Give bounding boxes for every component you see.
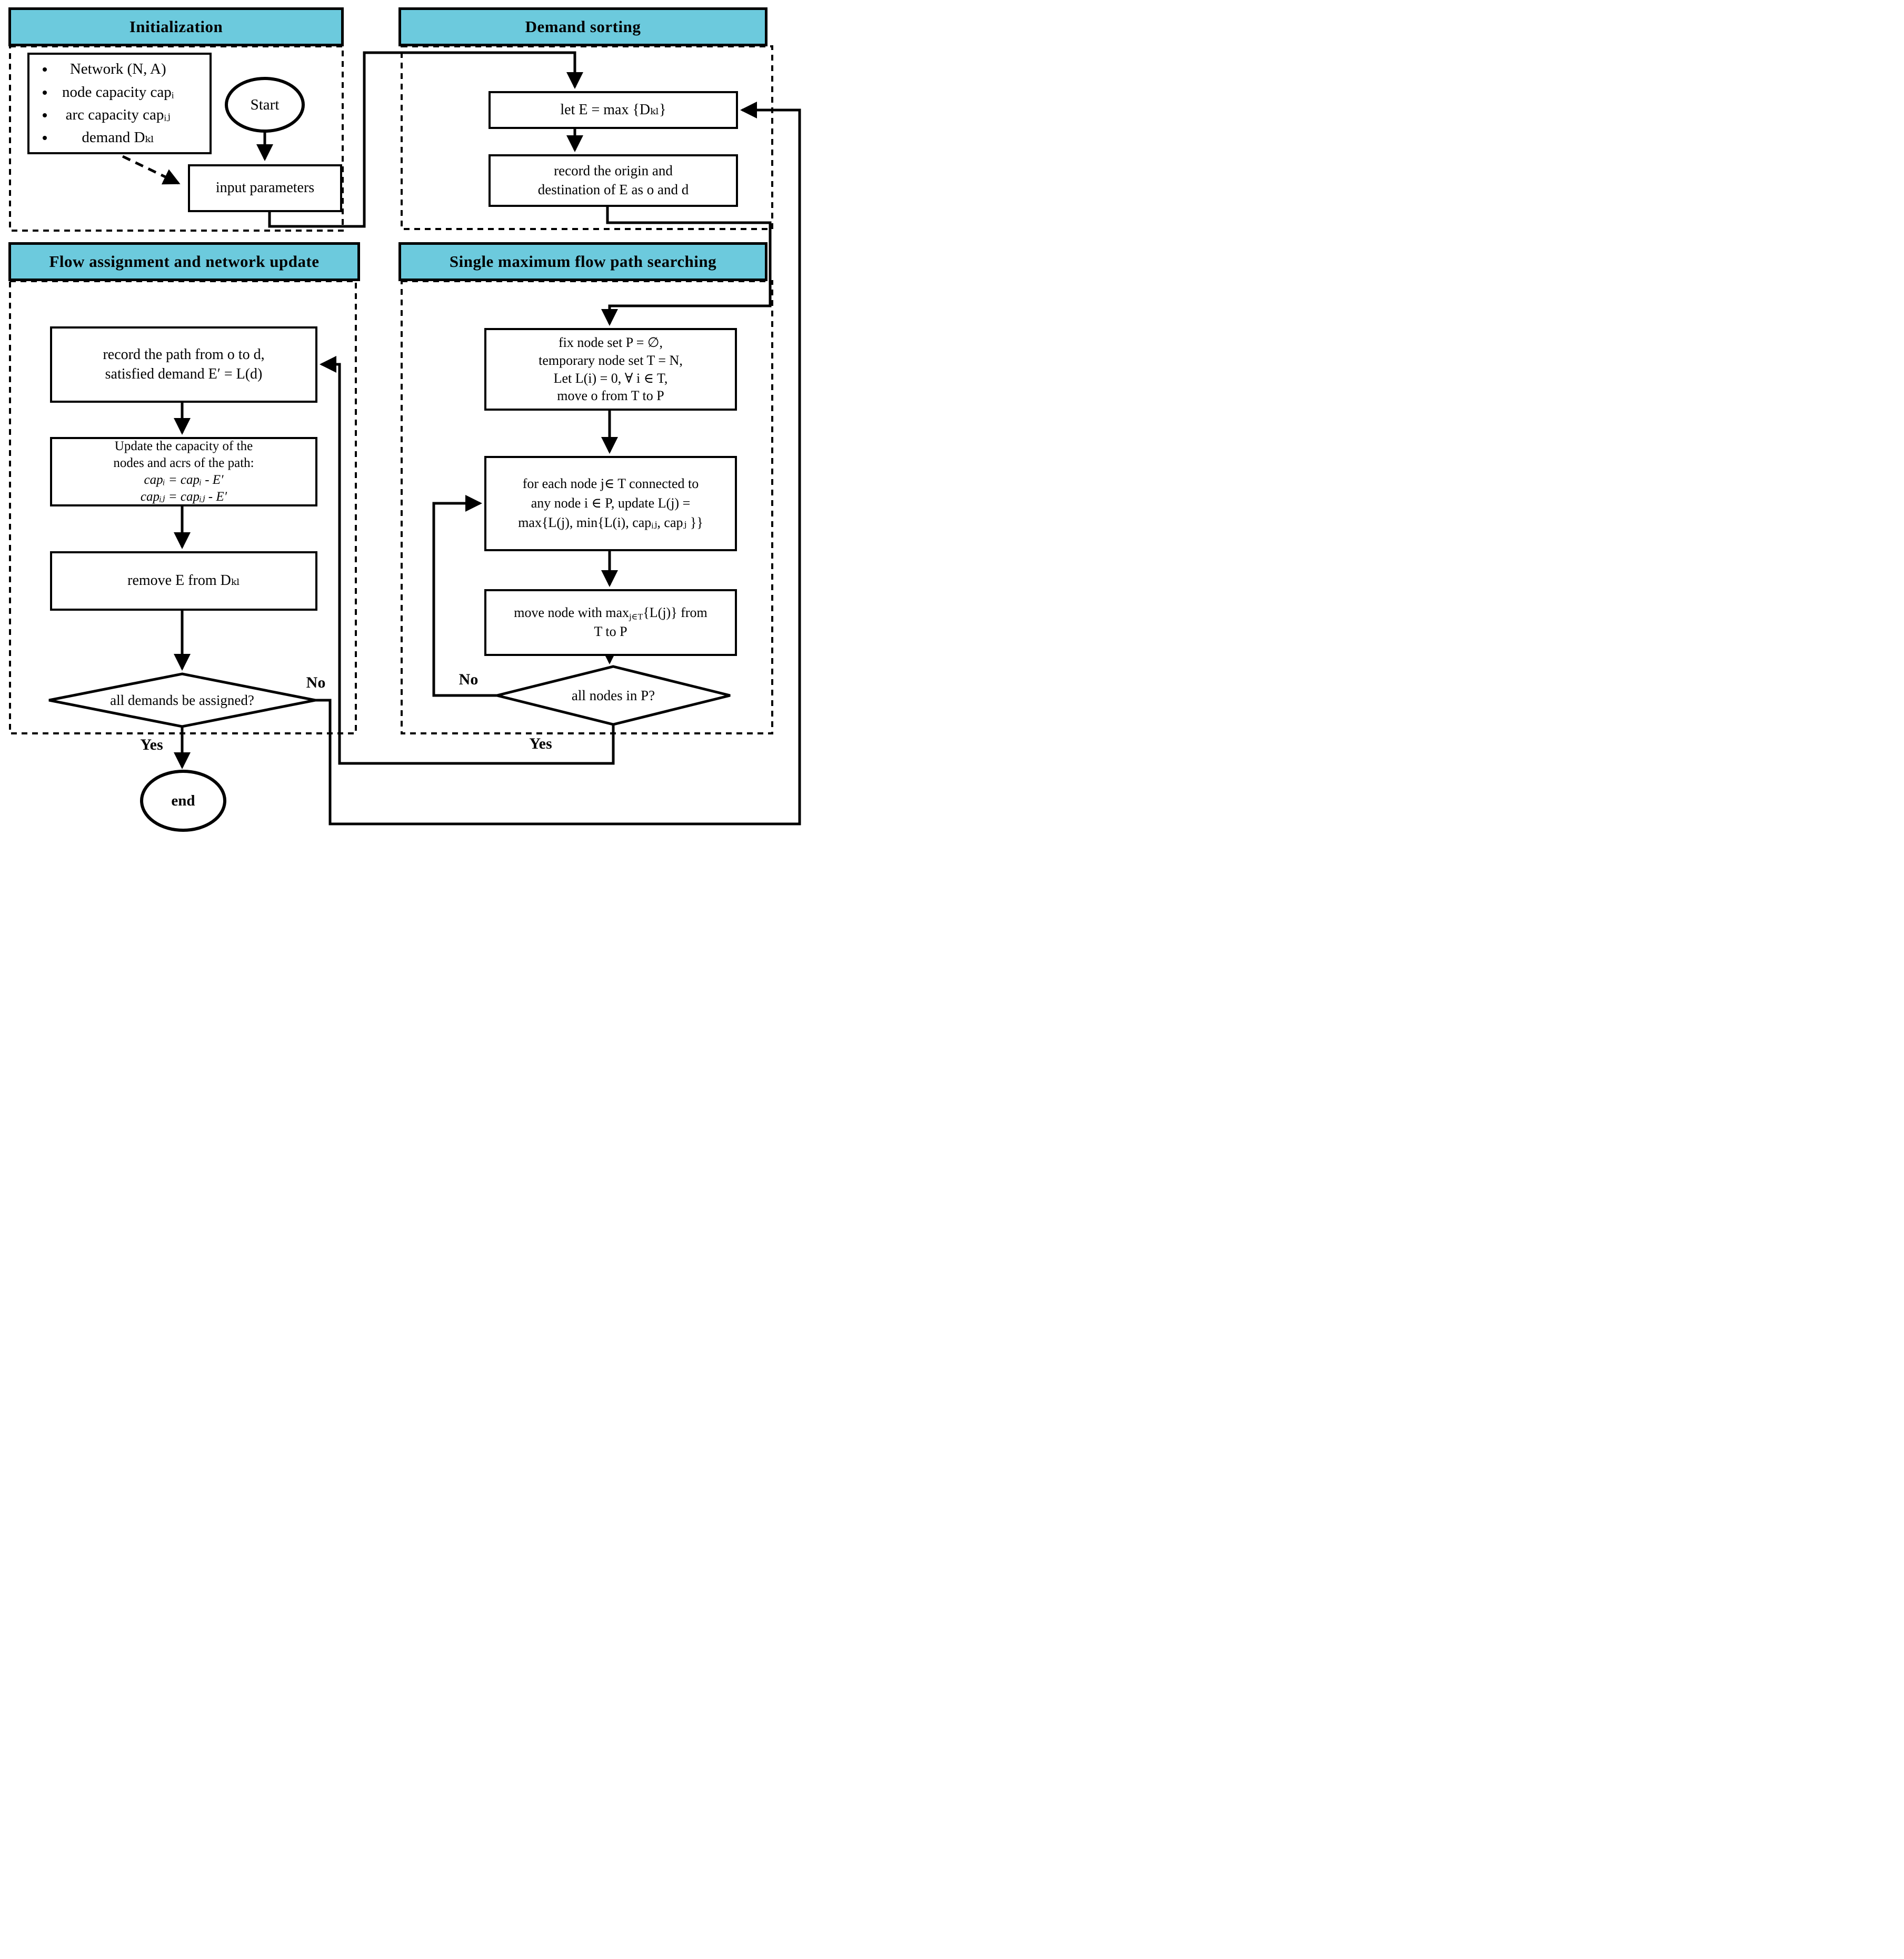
record-origin-destination-box: record the origin and destination of E a…: [489, 154, 738, 207]
parameter-item-network: Network (N, A): [55, 59, 174, 79]
section-header-demand-sorting: Demand sorting: [398, 7, 767, 46]
section-header-initialization: Initialization: [8, 7, 344, 46]
flowchart-connector-layer: [9, 45, 801, 832]
remove-demand-box: remove E from Dₖₗ: [50, 551, 317, 611]
parameter-item-node-capacity: node capacity capᵢ: [55, 82, 174, 102]
input-parameters-text: input parameters: [215, 180, 315, 196]
connector-recordod-to-fix: [601, 207, 772, 326]
fix-node-line3: Let L(i) = 0, ∀ i ∈ T,: [553, 370, 668, 386]
nodes-yes-label: Yes: [529, 735, 552, 752]
record-path-box: record the path from o to d, satisfied d…: [50, 326, 317, 403]
end-terminal-label: end: [171, 792, 195, 809]
demands-yes-label: Yes: [140, 736, 163, 753]
update-capacity-formula1: capᵢ = capᵢ - E′: [144, 473, 224, 487]
move-node-box: move node with maxj∈T{L(j)} from T to P: [484, 589, 737, 656]
record-path-line2: satisfied demand E′ = L(d): [105, 365, 263, 382]
update-capacity-line1: Update the capacity of the: [114, 439, 253, 453]
start-terminal-label: Start: [250, 96, 280, 113]
move-node-line1: move node with maxj∈T{L(j)} from: [514, 604, 707, 623]
end-terminal-ellipse: [140, 770, 226, 832]
update-label-line2: any node i ∈ P, update L(j) =: [531, 495, 691, 511]
start-terminal-ellipse: [225, 77, 305, 133]
fix-node-line2: temporary node set T = N,: [539, 352, 683, 368]
move-node-line1-post: {L(j)} from: [643, 605, 707, 621]
parameter-item-demand: demand Dₖₗ: [55, 127, 174, 147]
fix-node-line1: fix node set P = ∅,: [558, 334, 663, 350]
demand-sorting-section-border: [401, 45, 773, 230]
connector-parameters-to-input-dashed: [122, 155, 181, 185]
record-od-line2: destination of E as o and d: [537, 182, 689, 197]
update-capacity-formula2: capᵢⱼ = capᵢⱼ - E′: [140, 490, 227, 504]
move-node-line2: T to P: [594, 624, 627, 640]
input-parameters-box: input parameters: [188, 164, 342, 212]
flowchart-figure: Initialization Demand sorting Flow assig…: [0, 0, 809, 832]
nodes-decision-label: all nodes in P?: [571, 687, 655, 703]
record-od-line1: record the origin and: [554, 163, 673, 179]
update-capacity-box: Update the capacity of the nodes and acr…: [50, 437, 317, 506]
fix-node-line4: move o from T to P: [557, 388, 664, 404]
parameters-list: Network (N, A) node capacity capᵢ arc ca…: [29, 56, 174, 150]
update-label-box: for each node j∈ T connected to any node…: [484, 456, 737, 551]
connector-nodes-decision-no-loop: [432, 494, 497, 697]
connector-demands-decision-no-loop: [315, 101, 801, 826]
parameter-item-arc-capacity: arc capacity capᵢⱼ: [55, 105, 174, 125]
demands-decision-diamond: [48, 672, 316, 728]
move-node-line1-subscript: j∈T: [629, 612, 643, 622]
fix-node-set-box: fix node set P = ∅, temporary node set T…: [484, 328, 737, 411]
demands-decision-label: all demands be assigned?: [110, 692, 254, 708]
section-header-path-searching: Single maximum flow path searching: [398, 242, 767, 281]
section-header-flow-assignment: Flow assignment and network update: [8, 242, 360, 281]
let-e-max-box: let E = max {Dₖₗ}: [489, 91, 738, 129]
update-label-line3: max{L(j), min{L(i), capᵢⱼ, capⱼ }}: [518, 514, 703, 530]
update-label-line1: for each node j∈ T connected to: [522, 476, 699, 492]
nodes-decision-diamond: [496, 665, 731, 726]
remove-demand-text: remove E from Dₖₗ: [127, 572, 240, 589]
connector-nodes-decision-yes-to-recordpath: [319, 355, 615, 765]
demands-no-label: No: [306, 674, 326, 691]
nodes-no-label: No: [458, 671, 479, 688]
move-node-line1-pre: move node with max: [514, 605, 630, 621]
initialization-section-border: [9, 45, 344, 232]
connector-input-to-lete: [268, 51, 584, 228]
parameters-list-box: Network (N, A) node capacity capᵢ arc ca…: [27, 53, 212, 154]
update-capacity-line2: nodes and acrs of the path:: [113, 456, 254, 470]
record-path-line1: record the path from o to d,: [103, 346, 265, 363]
let-e-max-text: let E = max {Dₖₗ}: [560, 101, 666, 118]
